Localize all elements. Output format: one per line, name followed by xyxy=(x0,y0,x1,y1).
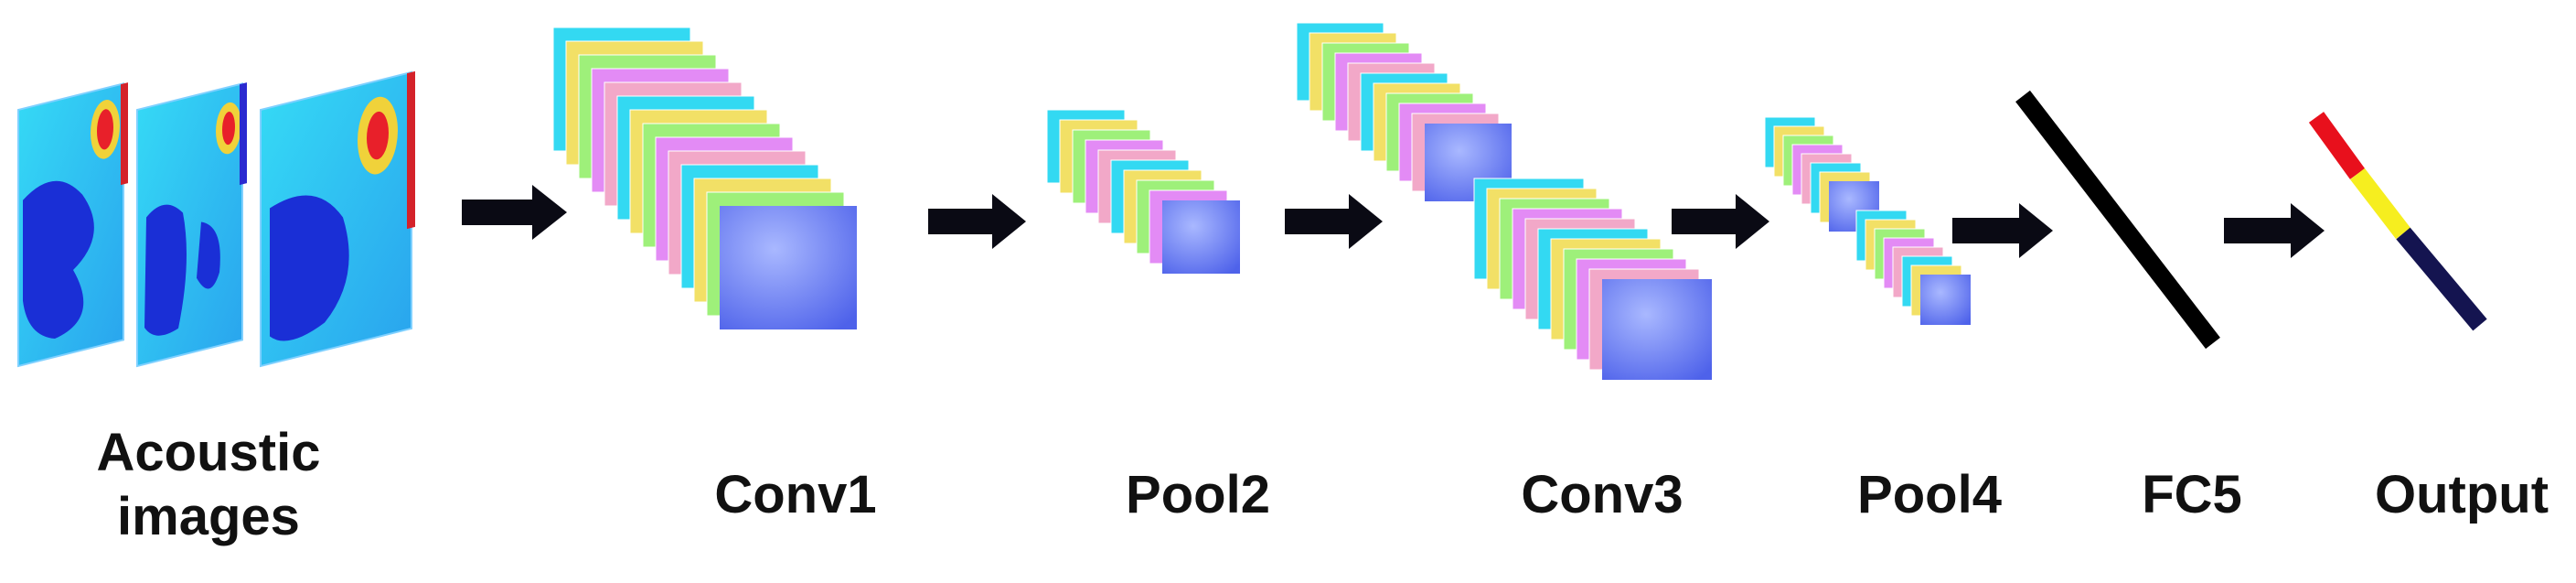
label-acoustic-images: Acoustic images xyxy=(97,421,321,549)
arrow-4 xyxy=(1672,194,1769,249)
conv1-feature-maps xyxy=(552,27,857,329)
arrow-3 xyxy=(1285,194,1383,249)
input-acoustic-images xyxy=(17,70,415,368)
fc5-layer-bar xyxy=(2015,90,2220,350)
arrow-1 xyxy=(462,185,567,240)
acoustic-image-2 xyxy=(136,82,247,368)
arrows xyxy=(462,185,2325,258)
pool4-feature-maps-b xyxy=(1855,210,1971,325)
conv3-feature-maps-a xyxy=(1296,22,1512,201)
acoustic-image-3 xyxy=(260,70,415,368)
acoustic-image-1 xyxy=(17,82,128,368)
arrow-6 xyxy=(2224,203,2325,258)
output-layer-bar xyxy=(2308,112,2487,331)
label-pool2: Pool2 xyxy=(1126,465,1270,524)
label-conv3: Conv3 xyxy=(1521,465,1683,524)
label-acoustic-line2: images xyxy=(117,487,300,546)
label-acoustic-line1: Acoustic xyxy=(96,423,321,482)
pool4-feature-maps-a xyxy=(1764,116,1879,232)
output-segment-navy xyxy=(2396,227,2487,331)
label-pool4: Pool4 xyxy=(1857,465,2002,524)
arrow-2 xyxy=(928,194,1026,249)
feature-map-front xyxy=(1920,275,1971,325)
label-output: Output xyxy=(2374,465,2549,524)
pool2-feature-maps xyxy=(1046,109,1240,274)
label-fc5: FC5 xyxy=(2142,465,2242,524)
feature-map-front xyxy=(1162,200,1240,274)
arrow-5 xyxy=(1952,203,2053,258)
output-segment-yellow xyxy=(2350,167,2410,240)
feature-map-front xyxy=(1602,279,1712,380)
conv3-feature-maps-b xyxy=(1473,178,1712,380)
feature-map-front xyxy=(720,206,857,329)
output-segment-red xyxy=(2308,112,2366,179)
label-conv1: Conv1 xyxy=(714,465,877,524)
